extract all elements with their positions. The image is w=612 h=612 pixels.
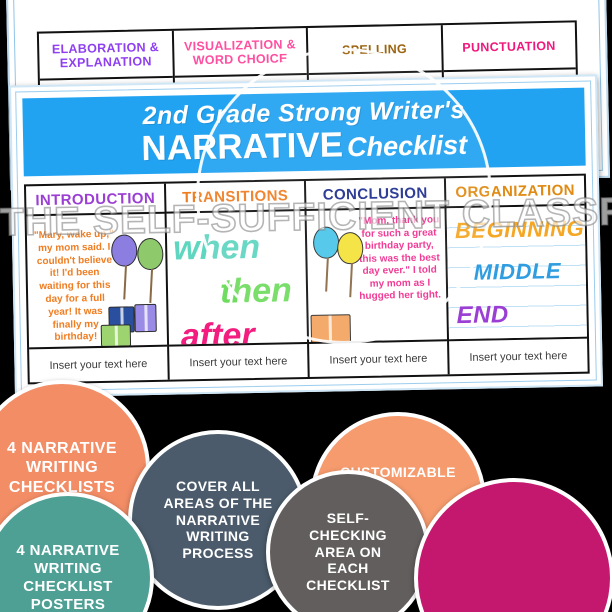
feature-circle-self-checking: SELF- CHECKING AREA ON EACH CHECKLIST bbox=[266, 470, 430, 612]
transition-word-then: then bbox=[219, 271, 293, 311]
present-icon bbox=[310, 314, 352, 343]
balloon-icon bbox=[336, 231, 364, 265]
balloon-icon bbox=[110, 234, 138, 267]
column-footer-introduction: Insert your text here bbox=[49, 357, 148, 372]
transition-word-after: after bbox=[180, 316, 255, 347]
feature-circle-label: COVER ALL AREAS OF THE NARRATIVE WRITING… bbox=[163, 478, 273, 562]
column-header-conclusion: CONCLUSION bbox=[305, 178, 445, 211]
title-checklist-word: Checklist bbox=[346, 129, 468, 162]
background-column-header: SPELLING bbox=[307, 25, 442, 75]
title-emphasis-narrative: NARRATIVE bbox=[141, 124, 344, 168]
background-column-header: VISUALIZATION & WORD CHOICE bbox=[173, 28, 307, 78]
feature-circle-label: 4 NARRATIVE WRITING CHECKLIST POSTERS bbox=[16, 542, 120, 612]
grade-label: 2nd bbox=[142, 100, 189, 130]
column-footer-conclusion: Insert your text here bbox=[329, 352, 428, 367]
checklist-column-organization: ORGANIZATION BEGINNING MIDDLE END Insert… bbox=[445, 175, 588, 375]
column-header-introduction: INTRODUCTION bbox=[25, 183, 165, 217]
column-body-organization: BEGINNING MIDDLE END bbox=[446, 205, 588, 342]
balloon-icon bbox=[137, 237, 164, 271]
column-body-conclusion: "Mom, thank you for such a great birthda… bbox=[306, 208, 448, 344]
column-footer-organization: Insert your text here bbox=[469, 349, 568, 364]
checklist-column-transitions: TRANSITIONS when then after Insert your … bbox=[165, 180, 310, 380]
transition-word-when: when bbox=[172, 227, 261, 268]
feature-circle-label: SELF- CHECKING AREA ON EACH CHECKLIST bbox=[306, 510, 390, 594]
narrative-checklist-table: INTRODUCTION "Mary, wake up," my mom sai… bbox=[23, 173, 590, 385]
checklist-column-introduction: INTRODUCTION "Mary, wake up," my mom sai… bbox=[25, 183, 170, 383]
background-column-header: PUNCTUATION bbox=[442, 22, 576, 73]
column-header-organization: ORGANIZATION bbox=[445, 175, 585, 209]
organization-word-middle: MIDDLE bbox=[473, 258, 562, 285]
background-column-header: ELABORATION & EXPLANATION bbox=[38, 30, 173, 81]
organization-word-beginning: BEGINNING bbox=[454, 215, 585, 244]
column-body-introduction: "Mary, wake up," my mom said. I couldn't… bbox=[26, 213, 168, 350]
conclusion-sample-text: "Mom, thank you for such a great birthda… bbox=[358, 214, 442, 302]
feature-circle-label: 4 NARRATIVE WRITING CHECKLISTS bbox=[7, 440, 117, 496]
present-icon bbox=[100, 324, 132, 347]
present-icon bbox=[134, 303, 157, 333]
column-footer-transitions: Insert your text here bbox=[189, 354, 288, 369]
column-body-transitions: when then after bbox=[166, 211, 308, 347]
column-header-transitions: TRANSITIONS bbox=[165, 181, 305, 214]
balloon-icon bbox=[312, 226, 340, 259]
organization-word-end: END bbox=[456, 301, 509, 330]
checklist-column-conclusion: CONCLUSION "Mom, thank you for such a gr… bbox=[305, 178, 450, 377]
